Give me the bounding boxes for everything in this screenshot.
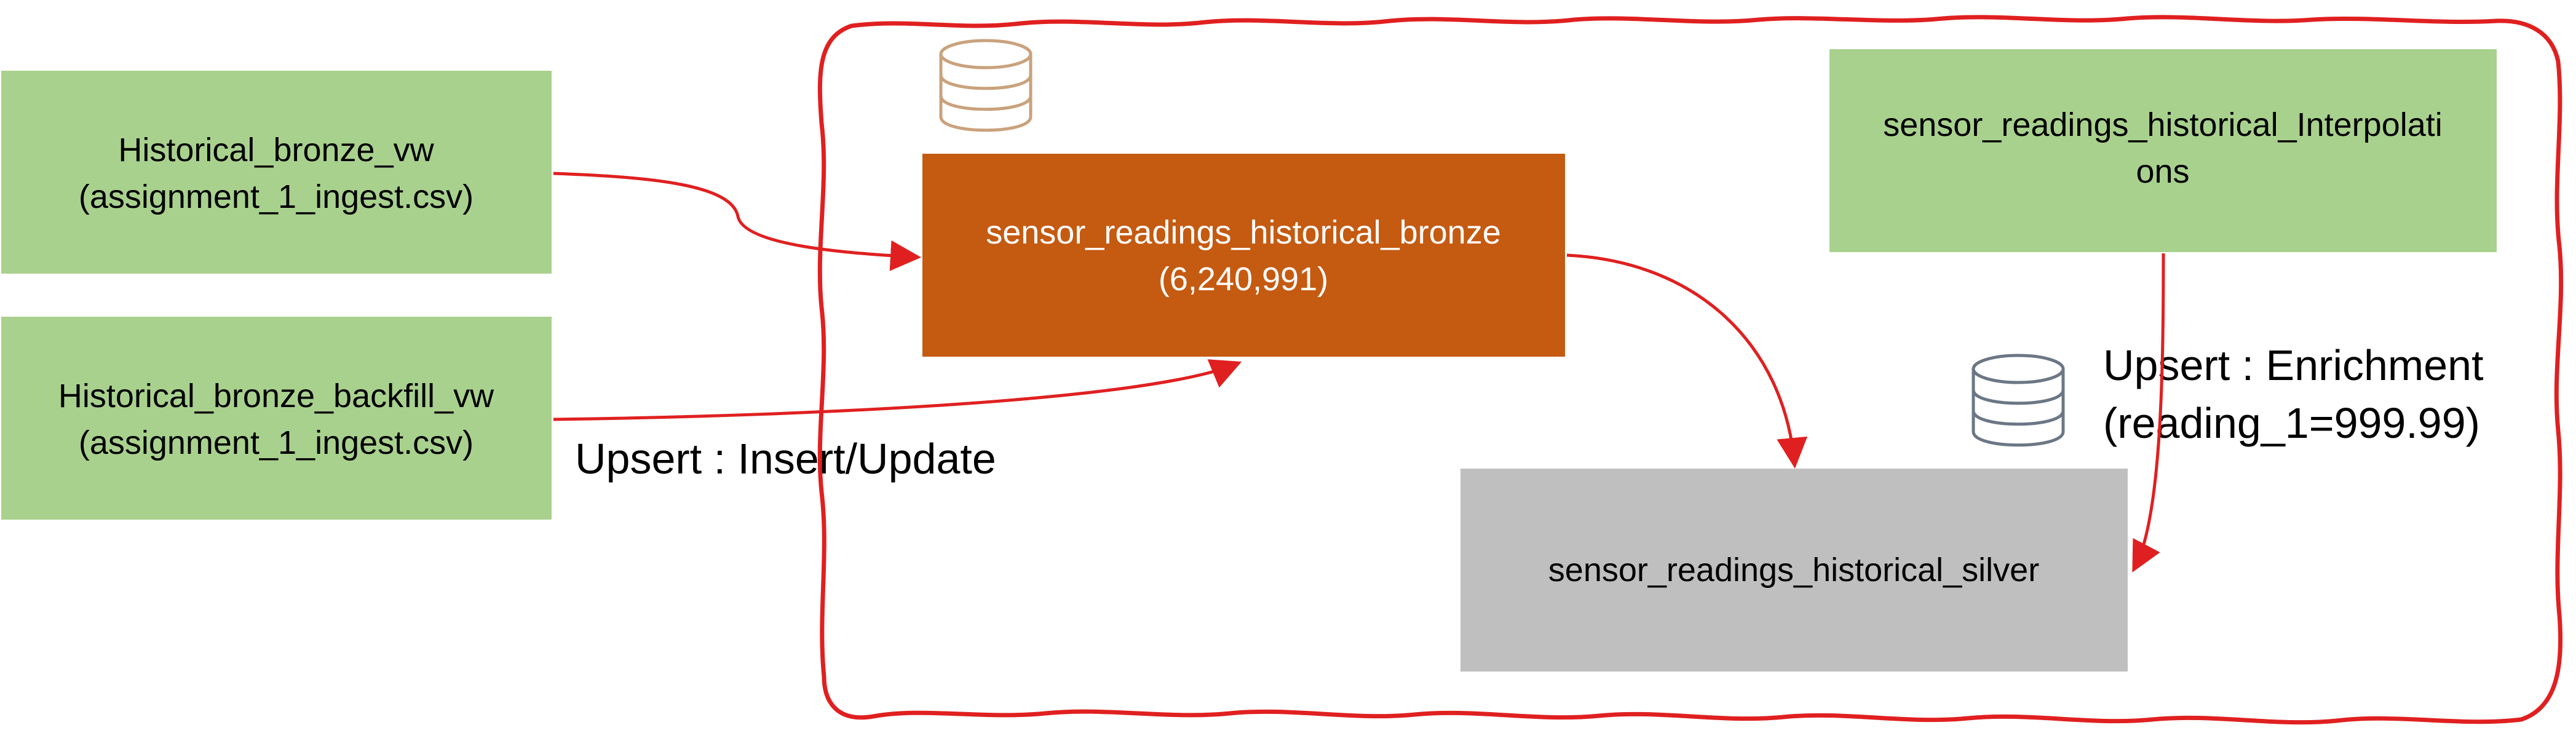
- interpolations-box[interactable]: [1829, 49, 2497, 252]
- arrow-bronze-table-to-silver-table: [1566, 253, 1808, 469]
- historical-bronze-backfill-vw-source: (assignment_1_ingest.csv): [79, 424, 474, 461]
- database-icon: [939, 39, 1032, 132]
- upsert-insert-update-label: Upsert : Insert/Update: [575, 435, 996, 483]
- bronze-table-row-count: (6,240,991): [1159, 261, 1328, 298]
- bronze-table-box[interactable]: [922, 154, 1565, 357]
- upsert-enrichment-value: (reading_1=999.99): [2103, 399, 2480, 447]
- historical-bronze-vw-title: Historical_bronze_vw: [118, 132, 434, 168]
- arrow-backfill-vw-to-bronze-table: [553, 359, 1242, 421]
- interpolations-title: sensor_readings_historical_Interpolati: [1883, 106, 2443, 143]
- bronze-table-title: sensor_readings_historical_bronze: [986, 214, 1501, 251]
- arrow-bronze-vw-to-bronze-table: [553, 172, 921, 271]
- upsert-enrichment-label: Upsert : Enrichment: [2103, 341, 2484, 389]
- silver-table-box[interactable]: [1460, 469, 2128, 672]
- historical-bronze-backfill-vw-box[interactable]: [1, 317, 552, 520]
- historical-bronze-vw-box[interactable]: [1, 71, 552, 274]
- database-icon: [1972, 354, 2065, 447]
- historical-bronze-backfill-vw-title: Historical_bronze_backfill_vw: [58, 378, 494, 414]
- processing-boundary: [817, 15, 2564, 725]
- arrow-interpolations-to-silver-table: [2132, 253, 2165, 573]
- silver-table-title: sensor_readings_historical_silver: [1548, 552, 2039, 588]
- interpolations-title-cont: ons: [2136, 153, 2189, 190]
- historical-bronze-vw-source: (assignment_1_ingest.csv): [79, 178, 474, 215]
